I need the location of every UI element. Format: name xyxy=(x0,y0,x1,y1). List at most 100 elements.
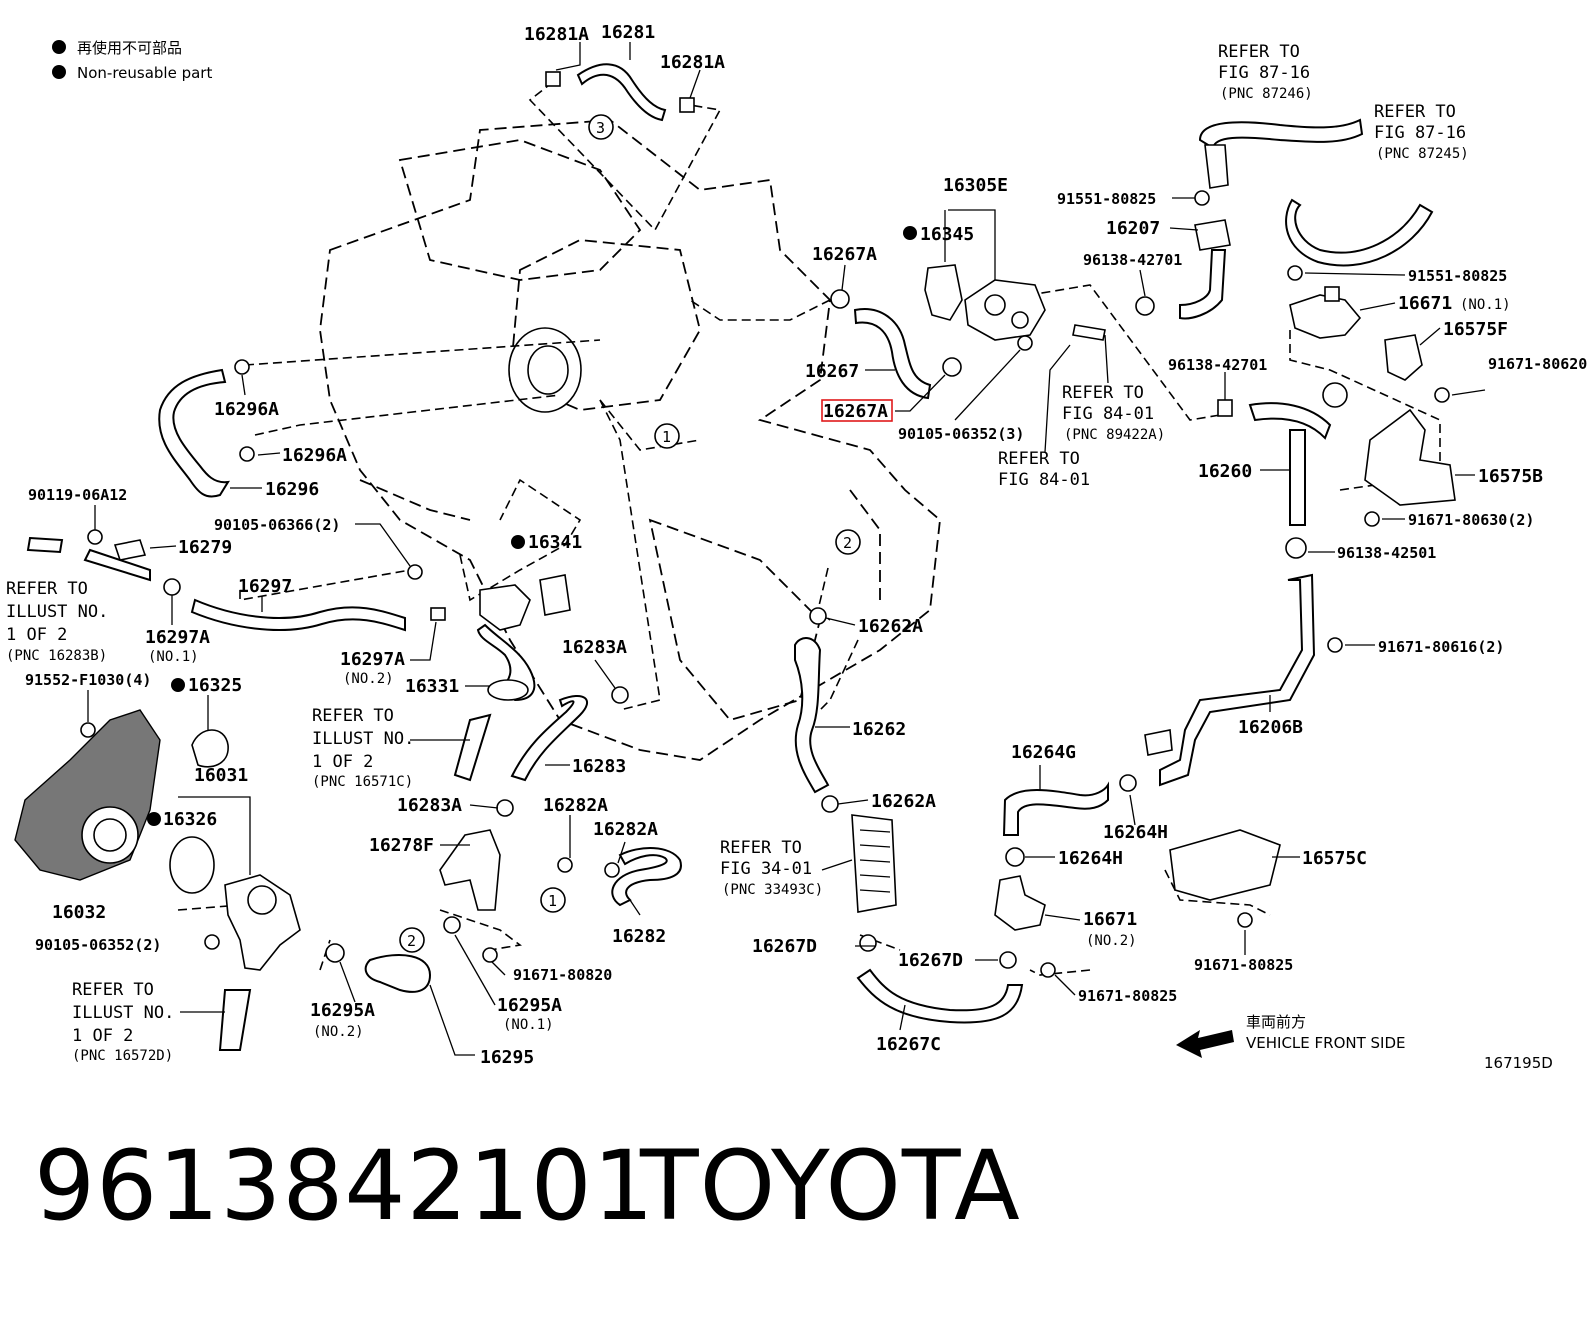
hose-16283 xyxy=(510,695,588,782)
label-16671-no2-sub: (NO.2) xyxy=(1086,933,1137,949)
label-16206B: 16206B xyxy=(1238,717,1303,738)
refer-87245-line2: FIG 87-16 xyxy=(1374,123,1466,143)
part-number: 9613842101 xyxy=(34,1130,655,1242)
label-16297A-no2-sub: (NO.2) xyxy=(343,671,394,687)
circle-2-lower: 2 xyxy=(407,932,416,950)
label-91671-80630: 91671-80630(2) xyxy=(1408,511,1534,529)
label-16282A-a: 16282A xyxy=(543,795,608,816)
refer-87246-line1: REFER TO xyxy=(1218,42,1300,62)
non-reusable-dot-icon xyxy=(903,226,917,240)
clamp-16283A-bottom xyxy=(496,799,514,817)
clamp-16296A-upper xyxy=(234,359,250,375)
direction-japanese: 車両前方 xyxy=(1246,1013,1306,1031)
refer-16572D-line2: ILLUST NO. xyxy=(72,1003,174,1023)
clamp-16296A-lower xyxy=(239,446,255,462)
gasket-16325 xyxy=(191,729,229,768)
bracket-16278F xyxy=(439,829,501,911)
circle-2-upper: 2 xyxy=(843,534,852,552)
bolt-91671-80616 xyxy=(1327,637,1343,653)
engine-outline xyxy=(319,119,941,761)
clamp-16295A-no1 xyxy=(443,916,461,934)
label-16278F: 16278F xyxy=(369,835,434,856)
label-16267A-top: 16267A xyxy=(812,244,877,265)
label-16283A-top: 16283A xyxy=(562,637,627,658)
refer-84-01-line2: FIG 84-01 xyxy=(998,470,1090,490)
pipe-16279 xyxy=(26,536,151,582)
label-16281A-left: 16281A xyxy=(524,24,589,45)
hose-87245 xyxy=(1285,198,1434,267)
clamp-16267D-left xyxy=(859,934,877,952)
brand-name: TOYOTA xyxy=(640,1130,1021,1242)
bracket-16575C xyxy=(1169,829,1281,901)
refer-16283B-line3: 1 OF 2 xyxy=(6,625,67,645)
refer-callouts: REFER TO FIG 87-16 (PNC 87246) REFER TO … xyxy=(6,42,1469,1064)
label-96138-42701-a: 96138-42701 xyxy=(1083,251,1182,269)
refer-84-01-line1: REFER TO xyxy=(998,449,1080,469)
bolt-91671-80820 xyxy=(482,947,498,963)
refer-16572D-line3: 1 OF 2 xyxy=(72,1026,133,1046)
label-91671-80825-b: 91671-80825 xyxy=(1078,987,1177,1005)
label-16283A-bottom: 16283A xyxy=(397,795,462,816)
pipe-ref-16572D xyxy=(218,989,252,1051)
refer-16571C-line3: 1 OF 2 xyxy=(312,752,373,772)
refer-89422A-line2: FIG 84-01 xyxy=(1062,404,1154,424)
label-16281A-right: 16281A xyxy=(660,52,725,73)
hose-16297 xyxy=(190,598,406,632)
label-16207: 16207 xyxy=(1106,218,1160,239)
hose-87246 xyxy=(1198,118,1364,189)
label-16279: 16279 xyxy=(178,537,232,558)
highlight-box xyxy=(821,399,893,422)
clamp-16281A-left xyxy=(545,71,561,87)
clamp-16264H-b xyxy=(1005,847,1025,867)
label-16326: 16326 xyxy=(163,809,217,830)
clamp-16297A-no2 xyxy=(430,607,446,621)
label-16260: 16260 xyxy=(1198,461,1252,482)
label-16296A-upper: 16296A xyxy=(214,399,279,420)
bracket-16575F xyxy=(1384,334,1423,381)
label-16345: 16345 xyxy=(920,224,974,245)
label-16296A-lower: 16296A xyxy=(282,445,347,466)
circle-3: 3 xyxy=(596,119,605,137)
bolt-91551-80825-a xyxy=(1194,190,1210,206)
clamp-16283A-top xyxy=(611,686,629,704)
label-16267A-highlighted: 16267A xyxy=(823,401,888,422)
hose-16267 xyxy=(853,308,932,400)
label-16283: 16283 xyxy=(572,756,626,777)
label-16295A-no1-sub: (NO.1) xyxy=(503,1017,554,1033)
gasket-16341 xyxy=(539,574,571,616)
gasket-16345 xyxy=(924,264,963,321)
non-reusable-dot-icon xyxy=(511,535,525,549)
refer-33493C-line1: REFER TO xyxy=(720,838,802,858)
label-16295A-no2-sub: (NO.2) xyxy=(313,1024,364,1040)
label-96138-42501: 96138-42501 xyxy=(1337,544,1436,562)
refer-16283B-line1: REFER TO xyxy=(6,579,88,599)
leader-lines xyxy=(87,42,1486,1056)
inlet-16031 xyxy=(224,874,301,971)
label-16262: 16262 xyxy=(852,719,906,740)
clamp-16262A-bottom xyxy=(821,795,839,813)
sensor-89422A xyxy=(1072,324,1106,341)
legend: 再使用不可部品 Non-reusable part xyxy=(52,39,212,82)
refer-16571C-line2: ILLUST NO. xyxy=(312,729,414,749)
hose-16260 xyxy=(1248,382,1348,526)
label-91671-80616: 91671-80616(2) xyxy=(1378,638,1504,656)
figure-code: 167195D xyxy=(1484,1054,1553,1072)
refer-87245-line1: REFER TO xyxy=(1374,102,1456,122)
hose-16295 xyxy=(364,954,432,993)
label-96138-42701-b: 96138-42701 xyxy=(1168,356,1267,374)
label-90105-06352-3: 90105-06352(3) xyxy=(898,425,1024,443)
label-16297A-no1: 16297A xyxy=(145,627,210,648)
clamp-16267D-right xyxy=(999,951,1017,969)
bolt-91551-80825-b xyxy=(1287,265,1303,281)
label-16267D-left: 16267D xyxy=(752,936,817,957)
label-16267D-right: 16267D xyxy=(898,950,963,971)
refer-89422A-line3: (PNC 89422A) xyxy=(1064,427,1165,443)
pipe-ref-16571C xyxy=(453,713,492,782)
clamp-16267A-highlight xyxy=(942,357,962,377)
label-16297A-no2: 16297A xyxy=(340,649,405,670)
label-91671-80825-c: 91671-80825 xyxy=(1194,956,1293,974)
non-reusable-dot-icon xyxy=(52,65,66,79)
label-16671-no1: 16671 xyxy=(1398,293,1452,314)
clamp-16262A-top xyxy=(809,607,827,625)
part-labels: 16281A 16281 16281A 16296A 16296A 16296 … xyxy=(25,22,1587,1068)
